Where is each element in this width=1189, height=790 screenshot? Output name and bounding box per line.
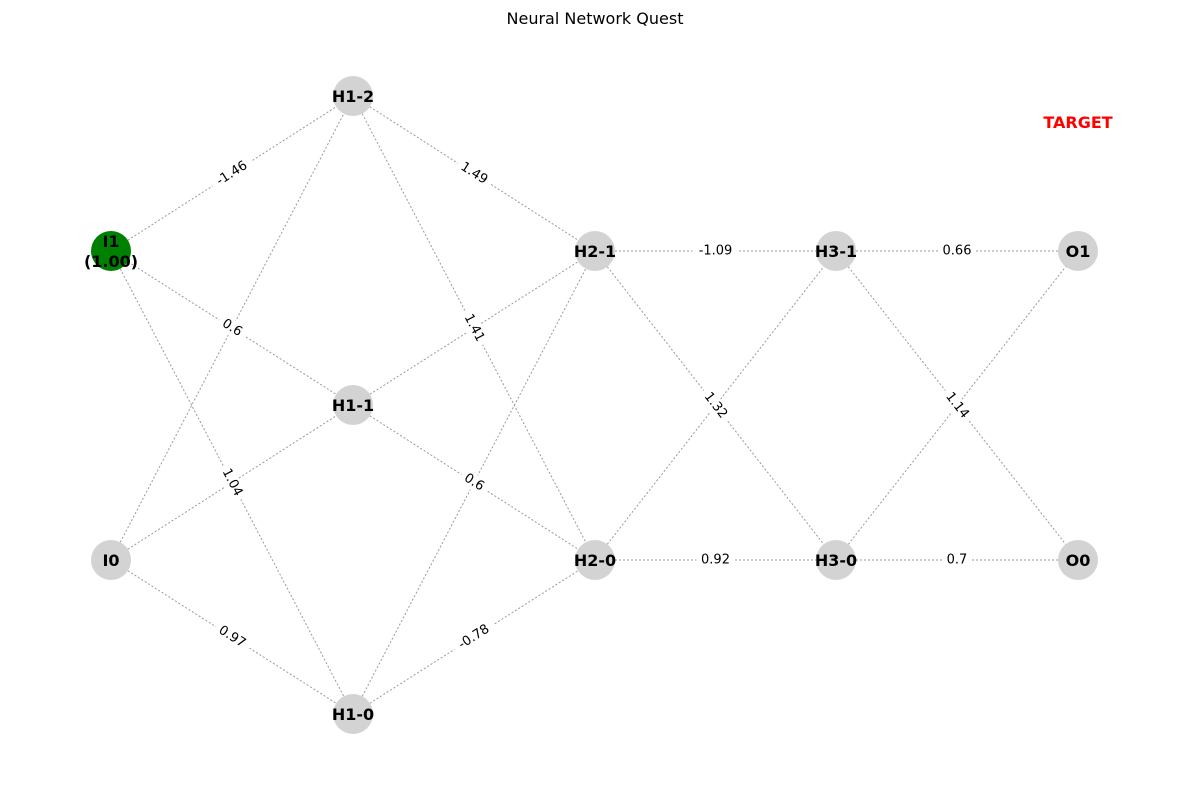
edge-weight-background	[938, 385, 976, 426]
nodes-layer: I1(1.00) I0 H1-2H1-1H1-0 H2-1H2-0 H3-1H3-0 O1…	[84, 76, 1098, 734]
edge-weight-background	[216, 461, 248, 504]
node-h1-2: H1-2	[332, 76, 374, 116]
edge-weight-text: 1.41	[461, 312, 488, 345]
edge-weight-text: 0.7	[947, 553, 968, 568]
node-label: O0	[1066, 551, 1091, 570]
edge-weight-background	[938, 243, 976, 259]
node-i1: I1(1.00)	[84, 231, 138, 271]
node-circle	[575, 231, 615, 271]
node-i0: I0	[91, 540, 131, 580]
node-o1: O1	[1058, 231, 1098, 271]
node-label: I0	[102, 551, 119, 570]
edge-weight-label: 0.6	[457, 467, 491, 498]
node-label: I1(1.00)	[84, 232, 138, 271]
node-label: H1-2	[332, 87, 374, 106]
node-label: H2-0	[574, 551, 616, 570]
edge-weight-text: 1.04	[219, 466, 246, 499]
edge-weight-label: -1.09	[692, 243, 739, 259]
edge-weight-background	[697, 385, 734, 426]
node-h2-0: H2-0	[574, 540, 616, 580]
edge-weight-text: 0.66	[943, 244, 972, 259]
edge-weight-label: 0.66	[938, 243, 976, 259]
node-label: H3-1	[815, 242, 857, 261]
edge-weight-background	[942, 552, 972, 568]
edge-labels-layer: -1.46 0.6 1.04 0.97 1.49 1.41 0.6 -0.78 -1.09 1.3…	[208, 154, 976, 657]
node-label: O1	[1066, 242, 1091, 261]
target-label: TARGET	[1043, 113, 1112, 132]
edge-weight-label: 0.92	[696, 552, 735, 568]
node-label: H3-0	[815, 551, 857, 570]
edge-weight-background	[208, 154, 256, 193]
node-circle	[333, 76, 373, 116]
edge-weight-label: 1.32	[697, 385, 734, 426]
edge-H2-0-H3-1	[594, 250, 837, 561]
edge-weight-label: 0.97	[211, 620, 253, 654]
node-h2-1: H2-1	[574, 231, 616, 271]
edge-weight-background	[453, 156, 495, 191]
node-h1-0: H1-0	[332, 694, 374, 734]
node-circle	[91, 540, 131, 580]
edge-weight-background	[458, 307, 490, 349]
node-circle	[1058, 540, 1098, 580]
edge-weight-label: 1.14	[938, 385, 976, 426]
node-h3-0: H3-0	[815, 540, 857, 580]
edge-H2-1-H3-0	[594, 250, 837, 561]
edge-weight-label: -1.46	[208, 154, 256, 193]
edge-weight-label: 1.49	[453, 156, 495, 191]
node-circle	[816, 231, 856, 271]
edge-weight-label: 0.6	[215, 313, 249, 343]
edge-weight-text: -1.09	[699, 244, 733, 259]
edge-weight-text: 0.92	[701, 553, 730, 568]
active-node-circle	[91, 231, 131, 271]
node-h3-1: H3-1	[815, 231, 857, 271]
edge-weight-label: 0.7	[942, 552, 972, 568]
node-h1-1: H1-1	[332, 385, 374, 425]
edge-weight-background	[692, 243, 739, 259]
edges-layer	[110, 95, 1079, 715]
node-label: H2-1	[574, 242, 616, 261]
edge-weight-background	[211, 620, 253, 654]
edge-weight-background	[215, 313, 249, 343]
node-o0: O0	[1058, 540, 1098, 580]
edge-weight-background	[457, 467, 491, 498]
node-circle	[333, 385, 373, 425]
diagram-title: Neural Network Quest	[507, 9, 684, 28]
edge-weight-label: -0.78	[450, 617, 498, 657]
edge-weight-label: 1.41	[458, 307, 490, 349]
node-circle	[333, 694, 373, 734]
node-circle	[1058, 231, 1098, 271]
edge-weight-label: 1.04	[216, 461, 248, 504]
edge-weight-text: -1.46	[214, 158, 250, 189]
node-circle	[575, 540, 615, 580]
node-label: H1-1	[332, 396, 374, 415]
edge-weight-text: -0.78	[456, 622, 492, 653]
node-circle	[816, 540, 856, 580]
node-label: H1-0	[332, 705, 374, 724]
edge-weight-background	[696, 552, 735, 568]
edge-weight-background	[450, 617, 498, 657]
